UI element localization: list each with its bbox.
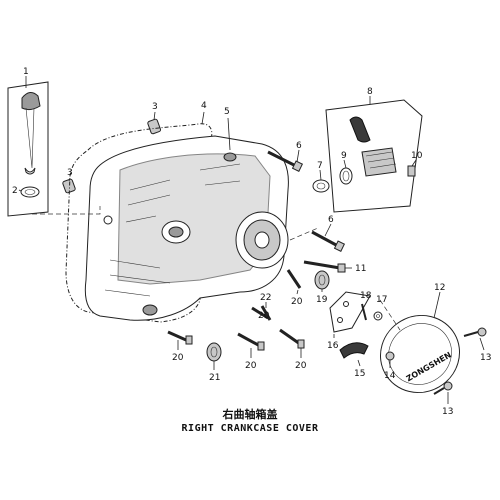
- part-20-bolt-c: [237, 332, 265, 358]
- part-3-dowel-upper: [147, 111, 162, 135]
- alignment-line: [32, 206, 101, 215]
- part-17-washer: [373, 311, 383, 321]
- part-21-plug: [206, 342, 222, 370]
- title-chinese: 右曲轴箱盖: [222, 407, 278, 421]
- part-14-screw: [385, 351, 395, 368]
- callout-19: 19: [316, 295, 328, 305]
- callout-17: 17: [376, 295, 387, 305]
- callout-6-lower: 6: [328, 215, 334, 225]
- part-15-arm: [339, 342, 369, 367]
- title-english: RIGHT CRANKCASE COVER: [182, 423, 319, 434]
- part-11-bolt: [303, 260, 352, 273]
- part-10-screw: [407, 159, 417, 177]
- part-13-screw-upper: [463, 327, 487, 351]
- callout-3-lower: 3: [67, 168, 73, 178]
- part-12-cover-plate: ZONGSHEN: [379, 291, 461, 394]
- callout-20-b: 20: [172, 353, 184, 363]
- part-20-bolt-d: [279, 328, 305, 358]
- callout-7: 7: [317, 161, 323, 171]
- callout-6-upper: 6: [296, 141, 302, 151]
- callout-22: 22: [260, 293, 271, 303]
- callout-20-e: 20: [258, 311, 270, 321]
- part-20-bolt-a: [286, 269, 302, 295]
- callout-21: 21: [209, 373, 220, 383]
- part-9-o-ring: [339, 159, 353, 185]
- part-4-gasket: [65, 123, 213, 323]
- callout-12: 12: [434, 283, 445, 293]
- callout-20-a: 20: [291, 297, 303, 307]
- part-6-bolt-lower: [311, 223, 346, 253]
- callout-13-upper: 13: [480, 353, 491, 363]
- part-7-circlip: [312, 169, 330, 193]
- callout-2: 2: [12, 186, 18, 196]
- callout-9: 9: [341, 151, 347, 161]
- callout-4: 4: [201, 101, 207, 111]
- callout-5: 5: [224, 107, 230, 117]
- callout-18: 18: [360, 291, 372, 301]
- callout-labels: 1 2 3 3 4 5 6 6 7 8 9 10 11 12 13 13 14 …: [12, 67, 491, 417]
- callout-3-upper: 3: [152, 102, 158, 112]
- o-ring: [20, 186, 40, 198]
- part-22-bolt: [260, 302, 272, 321]
- callout-16: 16: [327, 341, 339, 351]
- callout-1: 1: [23, 67, 29, 77]
- dipstick-cap: [21, 92, 41, 111]
- part-19-plug: [314, 270, 330, 292]
- part-6-bolt-upper: [267, 149, 304, 173]
- part-2-o-ring: [18, 186, 40, 198]
- part-3-dowel-lower: [62, 177, 76, 194]
- part-13-screw-lower: [433, 381, 453, 404]
- part-16-bracket: [329, 291, 371, 338]
- callout-15: 15: [354, 369, 365, 379]
- crankcase-cover: [84, 135, 289, 321]
- callout-20-d: 20: [295, 361, 307, 371]
- dipstick-frame: [7, 81, 49, 217]
- callout-14: 14: [384, 371, 396, 381]
- part-20-bolt-e: [251, 306, 269, 320]
- callout-20-c: 20: [245, 361, 257, 371]
- callout-11: 11: [355, 264, 366, 274]
- part-20-bolt-b: [167, 330, 193, 350]
- callout-8: 8: [367, 87, 373, 97]
- callout-13-lower: 13: [442, 407, 453, 417]
- part-18-pin: [361, 303, 367, 321]
- callout-10: 10: [411, 151, 423, 161]
- part-8-shift-assembly: [325, 96, 423, 213]
- part-1-dipstick: [7, 76, 49, 217]
